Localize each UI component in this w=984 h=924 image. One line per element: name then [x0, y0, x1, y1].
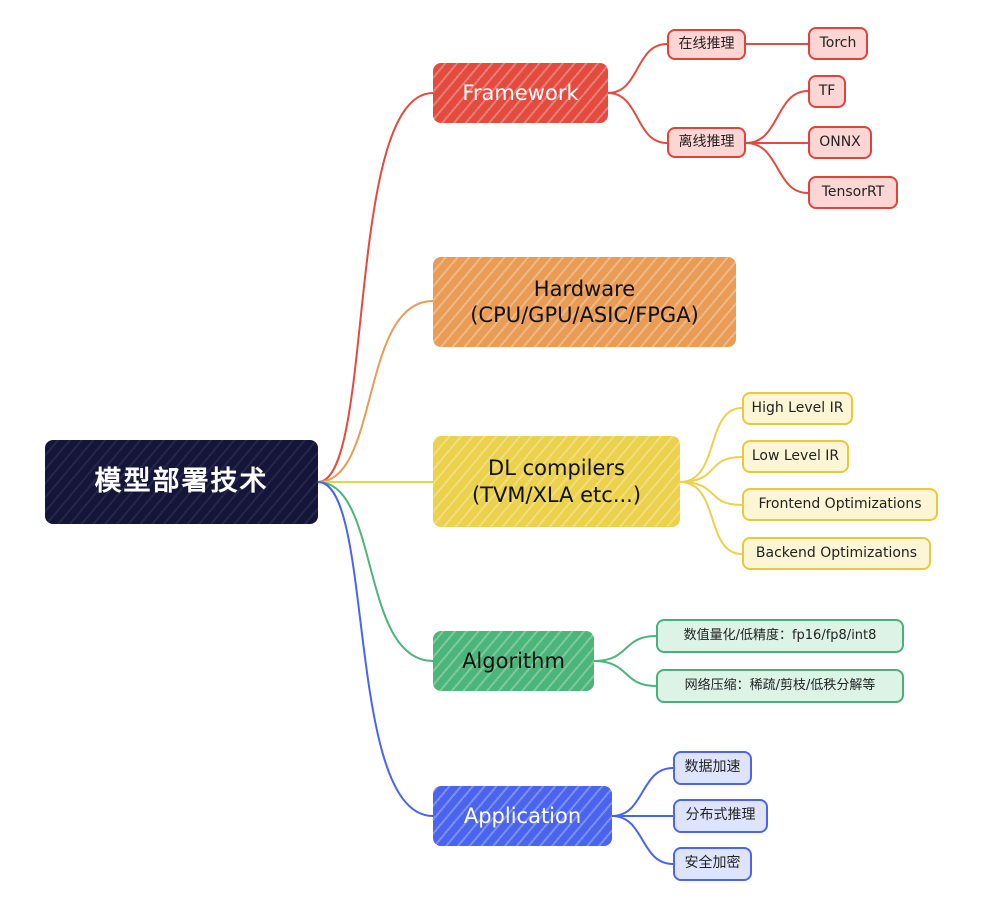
low-level-ir-label: Low Level IR — [751, 447, 840, 464]
tf-node[interactable]: TF — [808, 75, 846, 108]
torch-node[interactable]: Torch — [808, 27, 868, 60]
framework-label: Framework — [462, 80, 579, 105]
frontend-optimizations-label: Frontend Optimizations — [758, 495, 922, 512]
compilers-label-line1: DL compilers — [488, 456, 625, 481]
offline-inference-label: 离线推理 — [678, 133, 735, 150]
quantization-label: 数值量化/低精度：fp16/fp8/int8 — [683, 627, 877, 643]
compression-node[interactable]: 网络压缩：稀疏/剪枝/低秩分解等 — [656, 669, 904, 703]
tf-label: TF — [818, 82, 836, 99]
application-label: Application — [463, 803, 582, 828]
link-root-hardware — [317, 300, 434, 483]
link-application-accel — [611, 767, 674, 817]
tensorrt-node[interactable]: TensorRT — [808, 176, 898, 209]
data-acceleration-node[interactable]: 数据加速 — [673, 751, 752, 785]
high-level-ir-node[interactable]: High Level IR — [742, 392, 853, 425]
link-root-algorithm — [317, 481, 434, 662]
framework-node[interactable]: Framework — [433, 63, 608, 123]
onnx-label: ONNX — [819, 133, 861, 150]
link-compilers-low — [679, 456, 743, 483]
high-level-ir-label: High Level IR — [751, 399, 844, 416]
link-algorithm-quant — [593, 635, 657, 662]
link-application-secure — [611, 815, 674, 865]
offline-inference-node[interactable]: 离线推理 — [667, 127, 746, 158]
compression-label: 网络压缩：稀疏/剪枝/低秩分解等 — [684, 677, 876, 693]
algorithm-label: Algorithm — [462, 648, 565, 673]
link-algorithm-compress — [593, 660, 657, 687]
quantization-node[interactable]: 数值量化/低精度：fp16/fp8/int8 — [656, 619, 904, 653]
link-offline-tf — [745, 90, 809, 144]
link-compilers-high — [679, 407, 743, 483]
secure-encryption-node[interactable]: 安全加密 — [673, 847, 752, 881]
secure-encryption-label: 安全加密 — [684, 855, 741, 872]
hardware-node[interactable]: Hardware (CPU/GPU/ASIC/FPGA) — [433, 257, 736, 347]
online-inference-label: 在线推理 — [678, 35, 735, 52]
compilers-label-line2: (TVM/XLA etc...) — [471, 482, 642, 507]
frontend-optimizations-node[interactable]: Frontend Optimizations — [742, 488, 938, 521]
link-compilers-frontend — [679, 481, 743, 506]
hardware-label-line1: Hardware — [533, 276, 636, 301]
compilers-node[interactable]: DL compilers (TVM/XLA etc...) — [433, 436, 680, 527]
root-node[interactable]: 模型部署技术 — [45, 440, 318, 524]
data-acceleration-label: 数据加速 — [684, 759, 741, 776]
backend-optimizations-node[interactable]: Backend Optimizations — [742, 537, 931, 570]
online-inference-node[interactable]: 在线推理 — [667, 29, 746, 60]
link-root-application — [317, 481, 434, 817]
link-offline-tensorrt — [745, 142, 809, 194]
application-node[interactable]: Application — [433, 786, 612, 846]
link-framework-offline — [607, 92, 668, 144]
algorithm-node[interactable]: Algorithm — [433, 631, 594, 691]
root-label: 模型部署技术 — [94, 466, 269, 498]
backend-optimizations-label: Backend Optimizations — [755, 544, 918, 561]
link-root-framework — [317, 92, 434, 483]
link-compilers-backend — [679, 481, 743, 555]
tensorrt-label: TensorRT — [821, 183, 885, 200]
link-framework-online — [607, 43, 668, 94]
hardware-label-line2: (CPU/GPU/ASIC/FPGA) — [470, 303, 699, 327]
onnx-node[interactable]: ONNX — [808, 126, 872, 159]
torch-label: Torch — [819, 34, 857, 51]
distributed-inference-label: 分布式推理 — [685, 807, 756, 824]
low-level-ir-node[interactable]: Low Level IR — [742, 440, 849, 473]
distributed-inference-node[interactable]: 分布式推理 — [673, 799, 768, 833]
